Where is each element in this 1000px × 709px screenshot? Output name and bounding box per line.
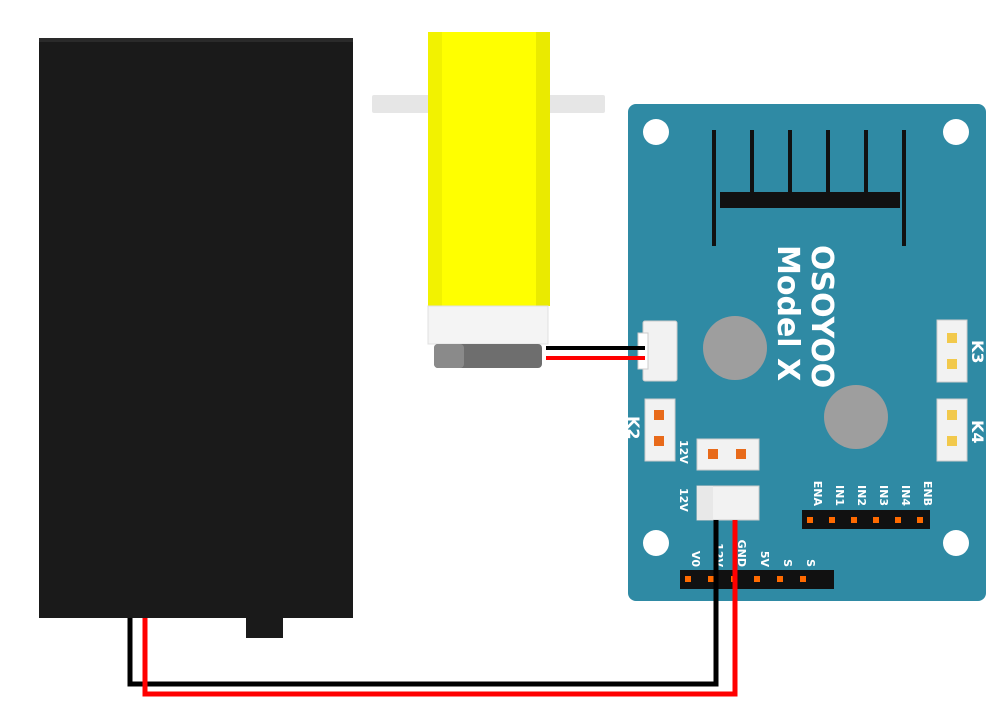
jumper-12v-label-a: 12V	[677, 440, 690, 464]
k4-label: K4	[968, 420, 987, 444]
k3-label: K3	[968, 340, 987, 364]
capacitor	[824, 385, 888, 449]
header-pin	[800, 576, 806, 582]
dc-motor	[372, 32, 605, 368]
jumper-12v-label-b: 12V	[677, 488, 690, 512]
mounting-hole	[643, 119, 669, 145]
battery-wire-negative	[127, 520, 719, 687]
header-pin	[895, 517, 901, 523]
connector-k4: K4	[936, 398, 987, 462]
control-header: ENA IN1 IN2 IN3 IN4 ENB	[802, 481, 934, 529]
battery-pack	[39, 38, 353, 638]
header-pin	[777, 576, 783, 582]
connector-k1	[637, 320, 678, 382]
header-pin	[807, 517, 813, 523]
motor-driver-board: OSOYOO Model X K2 K3	[624, 104, 987, 601]
battery-wire-positive	[142, 520, 738, 697]
pin-label: 5V	[758, 551, 771, 568]
header-pin	[708, 576, 714, 582]
pin-label: GND	[735, 540, 748, 567]
pin-label: IN4	[899, 485, 912, 506]
mounting-hole	[943, 530, 969, 556]
model-label: Model X	[770, 245, 805, 381]
k2-label: K2	[624, 416, 643, 440]
header-pin	[917, 517, 923, 523]
pin-label: ENA	[811, 481, 824, 507]
motor-body	[428, 32, 550, 306]
motor-collar	[428, 306, 548, 344]
pin-label: ENB	[921, 481, 934, 506]
brand-label: OSOYOO	[804, 245, 839, 388]
power-terminal: 12V	[677, 485, 760, 521]
jumper-12v: 12V	[677, 438, 760, 471]
mounting-hole	[943, 119, 969, 145]
header-pin	[829, 517, 835, 523]
heatsink	[712, 130, 906, 246]
pin-label: S	[781, 559, 794, 567]
pin-label: S	[804, 559, 817, 567]
pin-label: V0	[689, 551, 702, 568]
pin-label: IN2	[855, 485, 868, 506]
connector-k3: K3	[936, 319, 987, 383]
capacitor	[703, 316, 767, 380]
wires	[127, 346, 738, 697]
pin-label: IN3	[877, 485, 890, 506]
pin-label: IN1	[833, 485, 846, 506]
connector-k2: K2	[624, 398, 676, 462]
header-pin	[685, 576, 691, 582]
header-pin	[851, 517, 857, 523]
header-pin	[754, 576, 760, 582]
header-pin	[873, 517, 879, 523]
mounting-hole	[643, 530, 669, 556]
